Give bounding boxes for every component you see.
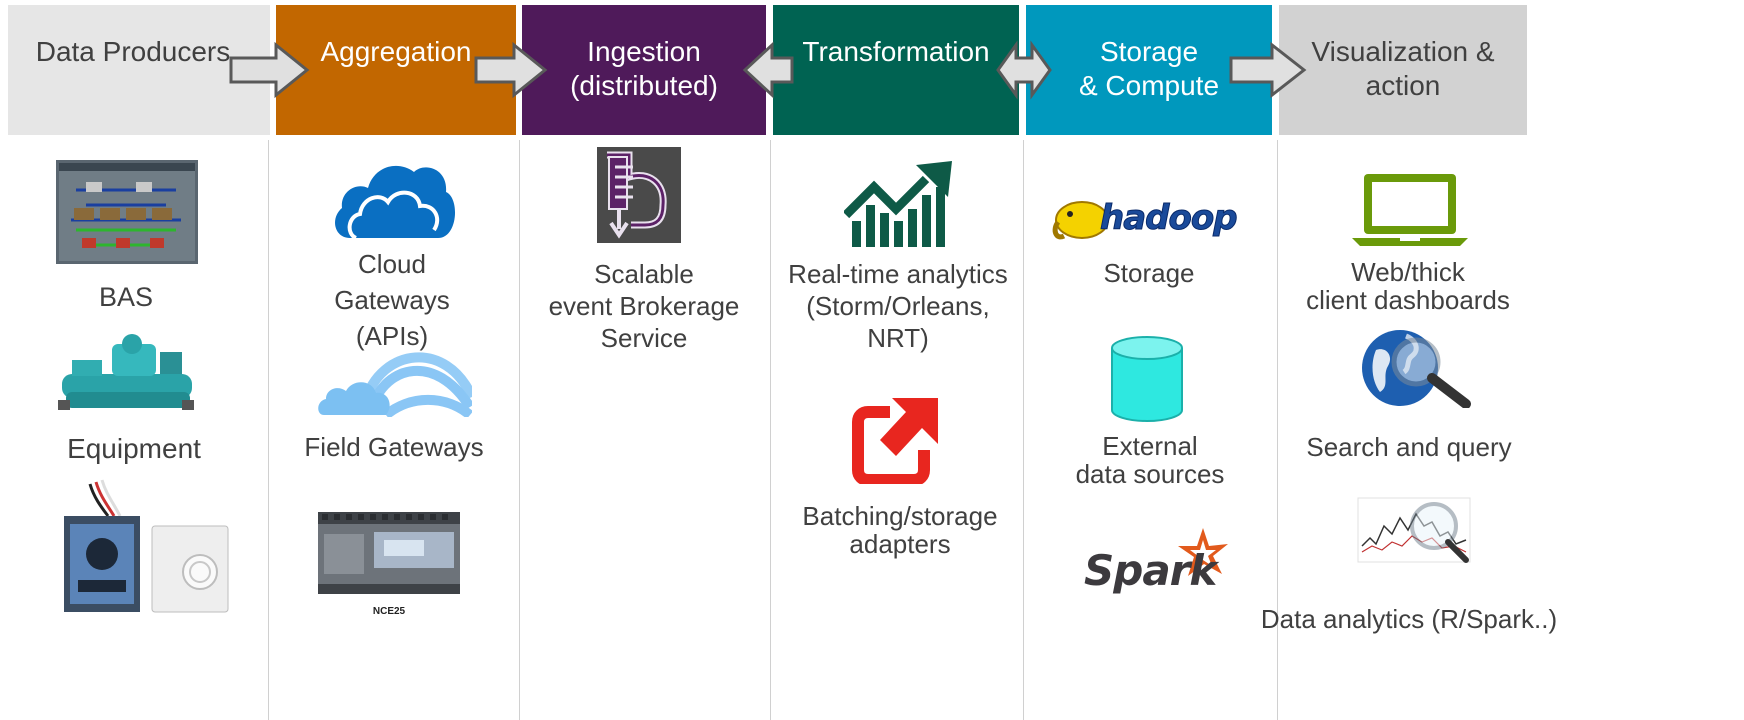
spark-logo: Spark — [1084, 526, 1234, 604]
stage-label: Storage & Compute — [1078, 36, 1220, 101]
column-divider — [519, 140, 520, 720]
stage-label: Visualization & action — [1311, 36, 1495, 101]
stage-data-producers: Data Producers — [8, 5, 270, 135]
search-query-label: Search and query — [1306, 432, 1512, 462]
growth-chart-icon — [844, 161, 952, 247]
spark-logo-text: Spark — [1084, 546, 1217, 595]
broker-icon — [597, 147, 681, 243]
stage-label: Aggregation — [320, 36, 472, 67]
stage-aggregation: Aggregation — [276, 5, 516, 135]
stage-label: Transformation — [802, 36, 990, 67]
laptop-icon — [1352, 174, 1468, 246]
export-icon — [852, 398, 938, 484]
column-divider — [268, 140, 269, 720]
cloud-gateways-label: Cloud Gateways (APIs) — [334, 249, 450, 351]
column-divider — [770, 140, 771, 720]
storage-label: Storage — [1103, 258, 1195, 288]
stage-label: Ingestion (distributed) — [570, 36, 718, 101]
realtime-analytics-label: Real-time analytics (Storm/Orleans, NRT) — [788, 259, 1008, 353]
field-gateways-label: Field Gateways — [304, 432, 484, 462]
chart-magnifier-icon — [1357, 497, 1471, 563]
batching-adapters-label: Batching/storage adapters — [802, 501, 998, 559]
nce25-device-icon: NCE25 — [318, 512, 460, 617]
equipment-label: Equipment — [67, 433, 201, 464]
stage-visualization: Visualization & action — [1279, 5, 1527, 135]
event-broker-label: Scalable event Brokerage Service — [548, 259, 740, 353]
hadoop-logo: hadoop — [1052, 196, 1242, 242]
dashboards-label: Web/thick client dashboards — [1306, 257, 1510, 315]
field-gateway-icon — [318, 352, 472, 417]
column-divider — [1277, 140, 1278, 720]
stage-ingestion: Ingestion (distributed) — [522, 5, 766, 135]
chiller-icon — [58, 334, 194, 410]
stage-storage-compute: Storage & Compute — [1026, 5, 1272, 135]
bas-label: BAS — [98, 282, 154, 312]
stage-label: Data Producers — [35, 36, 231, 67]
hadoop-logo-text: hadoop — [1100, 198, 1239, 239]
globe-search-icon — [1362, 330, 1471, 408]
database-icon — [1111, 336, 1183, 422]
nce25-device-label: NCE25 — [373, 606, 406, 617]
data-analytics-label: Data analytics (R/Spark..) — [1260, 604, 1558, 634]
cloud-icon — [335, 165, 456, 240]
external-data-sources-label: External data sources — [1075, 431, 1225, 489]
column-divider — [1023, 140, 1024, 720]
stage-transformation: Transformation — [773, 5, 1019, 135]
bas-screen-icon — [56, 160, 198, 264]
controller-icon — [64, 479, 229, 613]
